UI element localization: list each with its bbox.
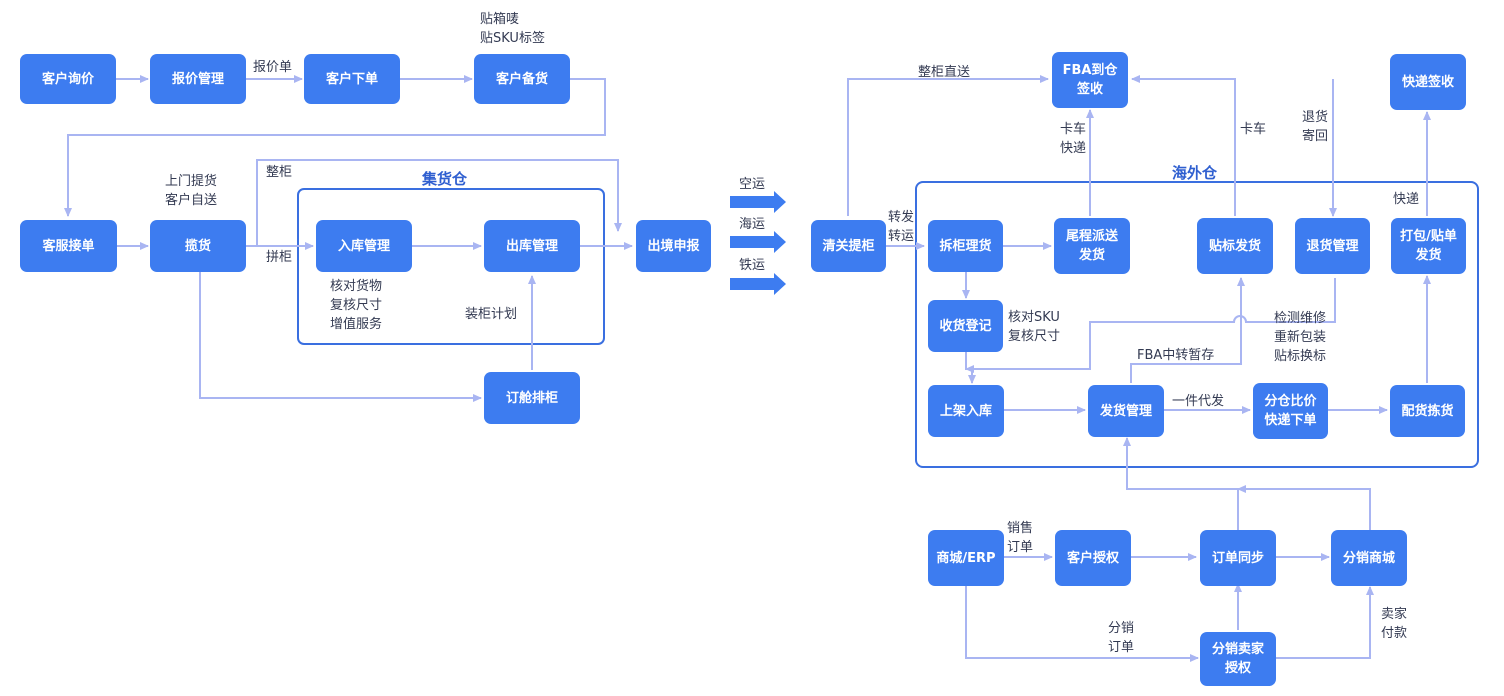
sea-arrow-icon <box>730 231 786 253</box>
node-split-compare: 分仓比价 快递下单 <box>1253 383 1328 439</box>
edge-shipping-fbatransit <box>1130 277 1245 383</box>
node-mall-erp: 商城/ERP <box>928 530 1004 586</box>
label-seller-pay: 卖家 付款 <box>1381 607 1408 641</box>
label-direct-full: 整柜直送 <box>918 65 971 80</box>
edge-stock-cs <box>64 78 606 217</box>
edge-seller-mall <box>1276 586 1374 659</box>
node-cs-accept: 客服接单 <box>20 220 117 272</box>
node-devanning: 拆柜理货 <box>928 220 1003 272</box>
node-returns-mgmt: 退货管理 <box>1295 218 1370 274</box>
label-dist-order: 分销 订单 <box>1108 621 1135 655</box>
label-rail: 铁运 <box>739 258 766 273</box>
label-receipt-checks: 核对SKU 复核尺寸 <box>1008 310 1061 344</box>
label-pickup-note: 上门提货 客户自送 <box>165 174 218 208</box>
node-customs-pickup: 清关提柜 <box>811 220 886 272</box>
node-outbound-mgmt: 出库管理 <box>484 220 580 272</box>
label-inspect-repair: 检测维修 重新包装 贴标换标 <box>1274 311 1327 364</box>
group-title-consolidation: 集货仓 <box>422 170 468 188</box>
node-booking: 订舱排柜 <box>484 372 580 424</box>
label-stock-prep-note: 贴箱唛 贴SKU标签 <box>480 12 545 46</box>
label-sea: 海运 <box>739 217 766 232</box>
edge-pickup-booking <box>199 272 482 402</box>
node-label-ship: 贴标发货 <box>1197 218 1273 274</box>
node-pickup: 揽货 <box>150 220 246 272</box>
label-dropship: 一件代发 <box>1172 394 1225 409</box>
air-arrow-icon <box>730 191 786 213</box>
edge-receipt-shelving <box>965 352 976 384</box>
edge-pickup-full-container <box>256 159 622 246</box>
rail-arrow-icon <box>730 273 786 295</box>
label-fba-transit: FBA中转暂存 <box>1137 348 1215 363</box>
edge-label-fba <box>1131 75 1236 216</box>
label-quote-sheet: 报价单 <box>253 60 293 75</box>
edge-customs-fba <box>847 75 1049 216</box>
edge-returns-inbound <box>965 278 1336 373</box>
node-shipping-mgmt: 发货管理 <box>1088 385 1164 437</box>
node-inquiry: 客户询价 <box>20 54 116 104</box>
node-shelving: 上架入库 <box>928 385 1004 437</box>
group-title-overseas: 海外仓 <box>1172 164 1218 182</box>
node-dist-mall: 分销商城 <box>1331 530 1407 586</box>
label-inbound-checks: 核对货物 复核尺寸 增值服务 <box>330 279 383 332</box>
label-return-mail: 退货 寄回 <box>1302 110 1329 144</box>
label-express: 快递 <box>1393 192 1420 207</box>
label-load-plan: 装柜计划 <box>465 307 518 322</box>
node-stock-prep: 客户备货 <box>474 54 570 104</box>
group-frame-consolidation <box>297 188 605 345</box>
edge-erp-seller <box>965 586 1199 662</box>
label-full-container: 整柜 <box>266 165 293 180</box>
label-transfer: 转发 转运 <box>888 210 915 244</box>
node-order-sync: 订单同步 <box>1200 530 1276 586</box>
node-goods-receipt: 收货登记 <box>928 300 1003 352</box>
node-dist-seller-auth: 分销卖家 授权 <box>1200 632 1276 686</box>
label-air: 空运 <box>739 177 766 192</box>
node-inbound-mgmt: 入库管理 <box>316 220 412 272</box>
node-fba-receipt: FBA到仓 签收 <box>1052 52 1128 108</box>
node-last-mile: 尾程派送 发货 <box>1054 218 1130 274</box>
label-truck-express: 卡车 快递 <box>1060 122 1087 156</box>
label-lcl: 拼柜 <box>266 250 293 265</box>
label-sales-order: 销售 订单 <box>1007 521 1034 555</box>
node-customer-auth: 客户授权 <box>1055 530 1131 586</box>
node-place-order: 客户下单 <box>304 54 400 104</box>
node-export-declare: 出境申报 <box>636 220 711 272</box>
group-frame-overseas <box>915 181 1479 468</box>
label-truck: 卡车 <box>1240 122 1267 137</box>
node-quote-mgmt: 报价管理 <box>150 54 246 104</box>
edge-sync-shipping <box>1123 437 1239 530</box>
node-pack-label-ship: 打包/贴单 发货 <box>1391 218 1466 274</box>
node-picking: 配货拣货 <box>1390 385 1465 437</box>
edge-mall-shipping <box>1237 485 1371 530</box>
node-express-receipt: 快递签收 <box>1390 54 1466 110</box>
